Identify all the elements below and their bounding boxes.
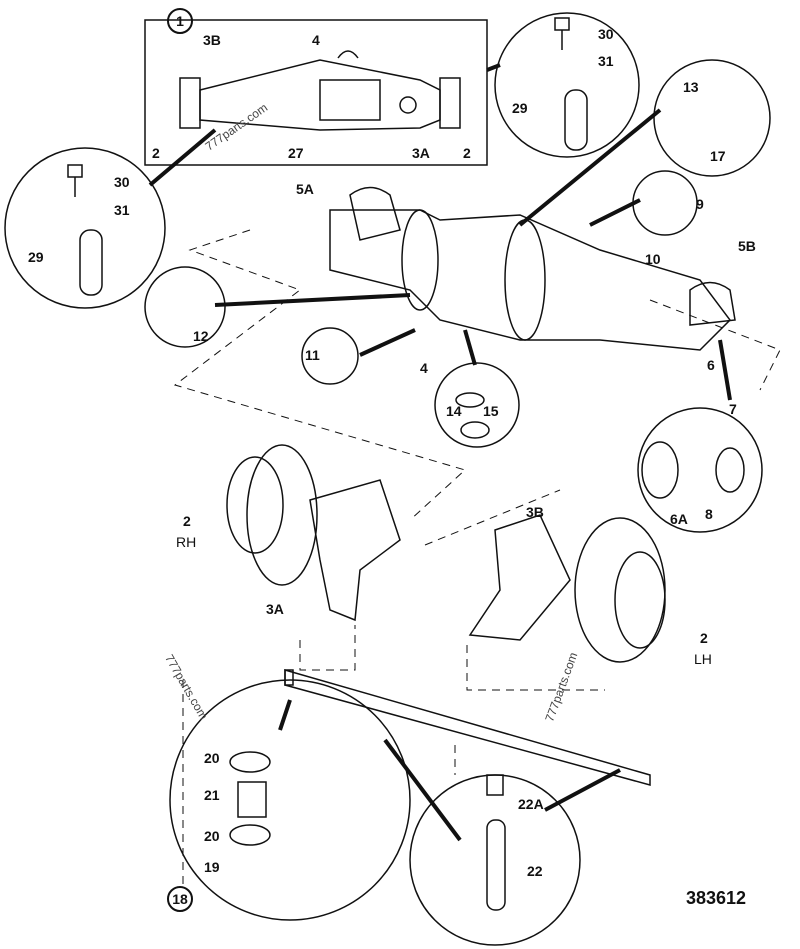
- label-5A: 5A: [296, 181, 314, 197]
- label-3B: 3B: [526, 504, 544, 520]
- label-inset-2-left: 2: [152, 145, 160, 161]
- label-15: 15: [483, 403, 499, 419]
- label-13: 13: [683, 79, 699, 95]
- hub-lh: [468, 514, 666, 663]
- label-31-top-right: 31: [598, 53, 614, 69]
- label-inset-3B: 3B: [203, 32, 221, 48]
- label-17: 17: [710, 148, 726, 164]
- callout-circle-18: 18: [167, 886, 193, 912]
- label-10: 10: [645, 251, 661, 267]
- label-inset-2-right: 2: [463, 145, 471, 161]
- dashed-guides: [173, 229, 781, 885]
- label-20-bottom: 20: [204, 828, 220, 844]
- label-inset-3A: 3A: [412, 145, 430, 161]
- detail-bubbles: [4, 12, 771, 946]
- label-22: 22: [527, 863, 543, 879]
- hub-rh: [226, 444, 401, 622]
- inset-axle-drawing: [179, 50, 461, 131]
- label-22A: 22A: [518, 796, 544, 812]
- label-7: 7: [729, 401, 737, 417]
- label-hub-rh-number: 2: [183, 513, 191, 529]
- label-inset-27: 27: [288, 145, 304, 161]
- tie-beam: [284, 669, 651, 786]
- label-29-top-right: 29: [512, 100, 528, 116]
- label-31-left: 31: [114, 202, 130, 218]
- leader-lines: [148, 63, 732, 842]
- axle-housing: [329, 186, 736, 351]
- callout-circle-1: 1: [167, 8, 193, 34]
- label-8: 8: [705, 506, 713, 522]
- label-9: 9: [696, 196, 704, 212]
- label-30-top-right: 30: [598, 26, 614, 42]
- label-29-left: 29: [28, 249, 44, 265]
- label-hub-lh-number: 2: [700, 630, 708, 646]
- label-11: 11: [305, 347, 320, 363]
- label-6: 6: [707, 357, 715, 373]
- label-14: 14: [446, 403, 462, 419]
- label-19: 19: [204, 859, 220, 875]
- label-4: 4: [420, 360, 428, 376]
- label-6A: 6A: [670, 511, 688, 527]
- diagram-reference-number: 383612: [686, 888, 747, 908]
- label-3A: 3A: [266, 601, 284, 617]
- label-5B: 5B: [738, 238, 756, 254]
- label-inset-4: 4: [312, 32, 320, 48]
- label-20-top: 20: [204, 750, 220, 766]
- label-hub-lh-side: LH: [694, 651, 712, 667]
- label-30-left: 30: [114, 174, 130, 190]
- label-21: 21: [204, 787, 220, 803]
- inset-frame: [144, 19, 488, 166]
- label-12: 12: [193, 328, 209, 344]
- small-parts: [67, 17, 745, 911]
- label-hub-rh-side: RH: [176, 534, 197, 550]
